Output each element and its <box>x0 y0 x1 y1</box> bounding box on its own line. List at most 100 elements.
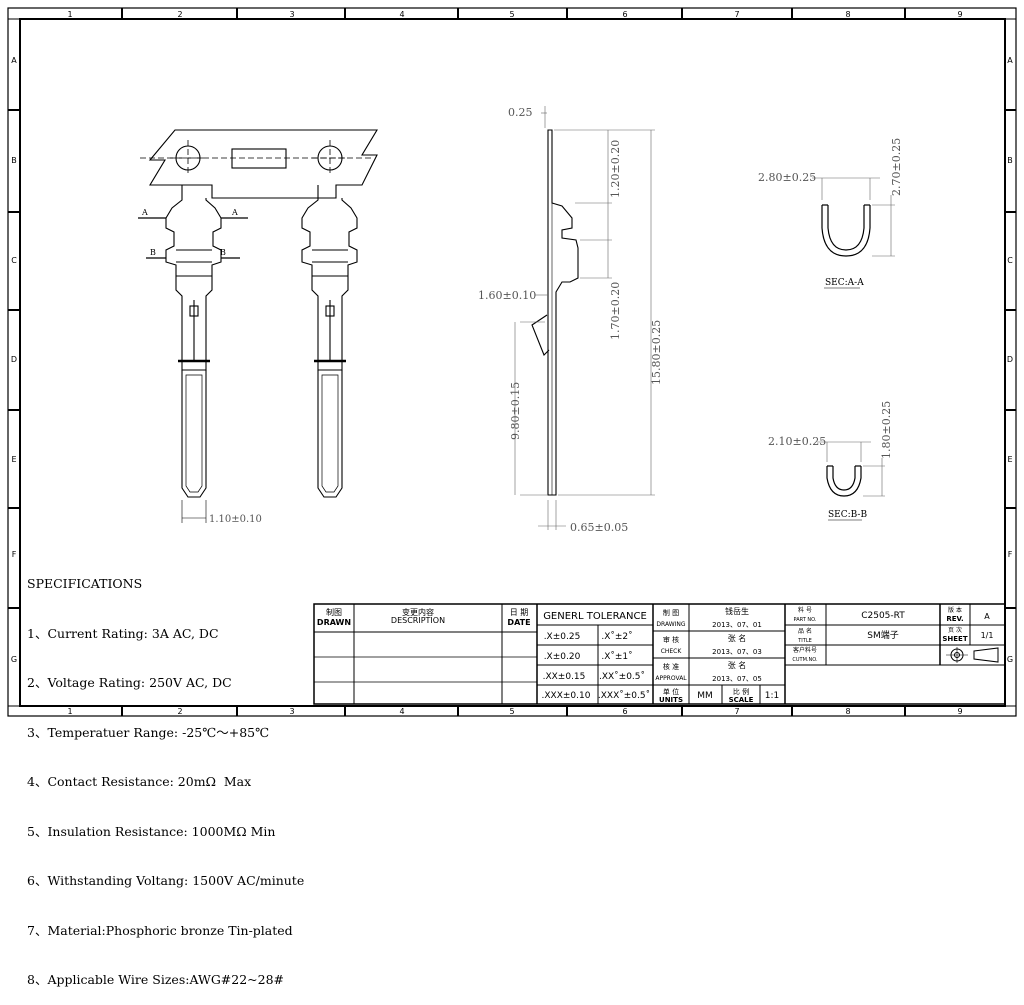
section-marker-b: B <box>220 248 226 257</box>
approval-date: 2013、07、05 <box>712 675 762 683</box>
spec-item: 6、Withstanding Voltang: 1500V AC/minute <box>27 873 305 888</box>
specifications-title: SPECIFICATIONS <box>27 576 143 591</box>
row-label: B <box>11 156 17 165</box>
row-label: G <box>11 655 17 664</box>
check-name: 张 名 <box>728 633 747 643</box>
sheet-en: SHEET <box>942 635 967 643</box>
scale-cn: 比 例 <box>733 687 749 696</box>
title-value: SM端子 <box>867 629 898 641</box>
approval-cn: 核 准 <box>663 662 679 671</box>
partno-cn: 料 号 <box>798 606 812 614</box>
row-label: E <box>11 455 16 464</box>
dim-upper-length: 1.20±0.20 <box>609 140 622 198</box>
drawn-cn: 制图 <box>326 607 342 617</box>
spec-item: 5、Insulation Resistance: 1000MΩ Min <box>27 823 276 839</box>
col-label: 5 <box>509 707 514 716</box>
row-label: E <box>1007 455 1012 464</box>
section-b-b <box>817 441 885 521</box>
col-label: 2 <box>177 707 182 716</box>
col-label: 9 <box>957 10 962 19</box>
tol-linear-1: .X±0.25 <box>544 632 581 642</box>
dim-secb-height: 1.80±0.25 <box>880 401 893 459</box>
row-label: B <box>1007 156 1013 165</box>
row-label: C <box>11 256 17 265</box>
col-label: 7 <box>734 707 739 716</box>
dim-pin-thickness: 0.65±0.05 <box>570 521 628 534</box>
row-label: F <box>12 550 17 559</box>
section-label-a: SEC:A-A <box>825 278 864 288</box>
col-label: 6 <box>622 10 627 19</box>
col-label: 5 <box>509 10 514 19</box>
row-label: D <box>11 355 17 364</box>
col-label: 3 <box>289 10 294 19</box>
col-label: 3 <box>289 707 294 716</box>
row-label: F <box>1008 550 1013 559</box>
date-cn: 日 期 <box>510 608 529 617</box>
section-marker-b: B <box>150 248 156 257</box>
approval-en: APPROVAL <box>655 675 687 682</box>
tol-angular-1: .X˚±2˚ <box>601 631 632 642</box>
cust-cn: 客户料号 <box>793 646 817 654</box>
side-view-dims: 0.25 1.20±0.20 1.60±0.10 1.70±0.20 15.80… <box>478 106 663 534</box>
title-block-text: 制图 DRAWN 变更内容 DESCRIPTION 日 期 DATE GENER… <box>317 606 994 704</box>
col-label: 9 <box>957 707 962 716</box>
tol-linear-2: .X±0.20 <box>544 652 581 662</box>
drawing-date: 2013、07、01 <box>712 621 762 629</box>
col-label: 1 <box>67 707 72 716</box>
spec-item: 2、Voltage Rating: 250V AC, DC <box>27 675 232 690</box>
dim-tab-offset: 1.60±0.10 <box>478 289 536 302</box>
scale-value: 1:1 <box>765 691 779 701</box>
col-label: 4 <box>399 707 404 716</box>
tol-linear-4: .XXX±0.10 <box>542 691 591 701</box>
sheet-value: 1/1 <box>981 631 994 640</box>
row-label: G <box>1007 655 1013 664</box>
dim-seca-width: 2.80±0.25 <box>758 171 816 184</box>
col-label: 6 <box>622 707 627 716</box>
drawn-en: DRAWN <box>317 618 351 627</box>
tol-angular-2: .X˚±1˚ <box>601 651 632 662</box>
sheet-cn: 页 次 <box>948 626 962 634</box>
dim-top-thickness: 0.25 <box>508 106 533 119</box>
spec-item: 3、Temperatuer Range: -25℃～+85℃ <box>27 724 270 740</box>
col-label: 1 <box>67 10 72 19</box>
section-label-b: SEC:B-B <box>828 510 867 520</box>
dim-mid-length: 1.70±0.20 <box>609 282 622 340</box>
rev-cn: 版 本 <box>948 606 962 614</box>
drawing-en: DRAWING <box>656 621 686 628</box>
check-date: 2013、07、03 <box>712 648 762 656</box>
row-label: A <box>1007 56 1013 65</box>
spec-item: 4、Contact Resistance: 20mΩ Max <box>27 774 252 789</box>
units-en: UNITS <box>659 696 683 704</box>
partno-en: PART NO. <box>794 617 817 623</box>
spec-item: 7、Material:Phosphoric bronze Tin-plated <box>27 922 293 938</box>
dim-pin-width: 1.10±0.10 <box>209 514 262 525</box>
front-view <box>138 129 378 523</box>
specifications: SPECIFICATIONS 1、Current Rating: 3A AC, … <box>27 543 304 1005</box>
partno-value: C2505-RT <box>861 611 905 621</box>
check-en: CHECK <box>661 648 683 655</box>
dim-total-length: 15.80±0.25 <box>650 320 663 385</box>
drawing-cn: 制 图 <box>663 608 679 617</box>
desc-en: DESCRIPTION <box>391 616 445 625</box>
col-label: 7 <box>734 10 739 19</box>
section-marker-a: A <box>231 208 238 217</box>
units-cn: 单 位 <box>663 687 679 696</box>
row-label: A <box>11 56 17 65</box>
zone-labels: 1 2 3 4 5 6 7 8 9 1 2 3 4 5 6 7 8 9 A B … <box>11 10 1013 716</box>
units-value: MM <box>697 691 713 701</box>
tol-angular-4: .XXX˚±0.5˚ <box>598 690 650 701</box>
drawing-sheet: 1 2 3 4 5 6 7 8 9 1 2 3 4 5 6 7 8 9 A B … <box>7 7 1017 717</box>
row-label: C <box>1007 256 1013 265</box>
zone-ticks <box>8 8 1016 716</box>
dim-pin-length: 9.80±0.15 <box>509 382 522 440</box>
col-label: 8 <box>845 10 850 19</box>
date-en: DATE <box>507 618 530 627</box>
desc-cn: 变更内容 <box>402 607 434 617</box>
col-label: 8 <box>845 707 850 716</box>
rev-value: A <box>984 612 990 621</box>
cust-en: CUTM.NO. <box>792 657 818 663</box>
section-marker-a: A <box>141 208 148 217</box>
approval-name: 张 名 <box>728 660 747 670</box>
spec-item: 8、Applicable Wire Sizes:AWG#22~28# <box>27 972 285 987</box>
section-a-a <box>812 177 895 289</box>
